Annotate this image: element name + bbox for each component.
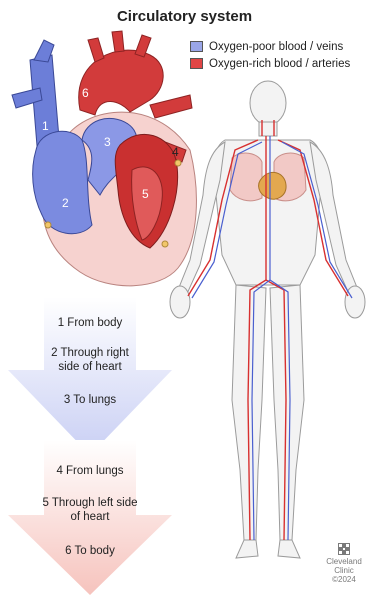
heart-label-1: 1	[42, 119, 49, 133]
right-heart-chamber	[33, 131, 92, 233]
pulmonary-vein-upper	[150, 95, 192, 118]
heart-label-4: 4	[172, 145, 179, 159]
body-hand-left	[170, 286, 190, 318]
body-illustration	[170, 81, 365, 558]
heart-label-5: 5	[142, 187, 149, 201]
lung-left	[230, 153, 262, 201]
aorta-branch-1	[88, 38, 104, 62]
body-head	[250, 81, 286, 125]
step-1-text: 1 From body	[20, 316, 160, 330]
heart-label-2: 2	[62, 196, 69, 210]
valve-marker-bottom	[162, 241, 168, 247]
step-3-text: 3 To lungs	[20, 393, 160, 407]
logo-line-2: Clinic	[322, 566, 366, 575]
heart-illustration: 6 1 3 2 5 4	[12, 31, 196, 286]
heart-label-3: 3	[104, 135, 111, 149]
aorta-branch-2	[112, 31, 124, 52]
heart-label-6: 6	[82, 86, 89, 100]
logo-line-1: Cleveland	[322, 557, 366, 566]
step-4-text: 4 From lungs	[20, 464, 160, 478]
step-2-text: 2 Through right side of heart	[40, 346, 140, 374]
valve-marker-right	[175, 160, 181, 166]
body-heart	[259, 172, 286, 199]
body-foot-left	[236, 540, 258, 558]
cleveland-clinic-mark-icon	[338, 543, 350, 555]
aorta-branch-3	[135, 35, 151, 57]
cleveland-clinic-logo: Cleveland Clinic ©2024	[322, 543, 366, 584]
valve-marker-left	[45, 222, 51, 228]
body-leg-right	[270, 285, 304, 540]
step-5-text: 5 Through left side of heart	[40, 496, 140, 524]
logo-line-3: ©2024	[322, 575, 366, 584]
step-6-text: 6 To body	[20, 544, 160, 558]
body-foot-right	[278, 540, 300, 558]
